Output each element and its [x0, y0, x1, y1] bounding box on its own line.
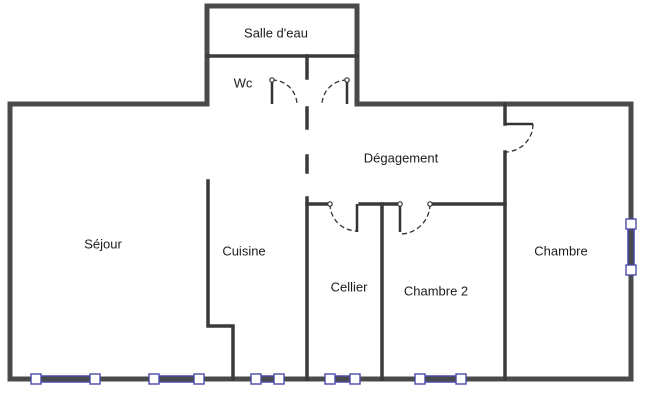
wall-kitchen-partition	[206, 179, 235, 381]
door-bathroom-swing	[321, 79, 348, 105]
window-cuisine-small	[250, 373, 285, 385]
outer-wall-bathroom-block	[7, 3, 360, 107]
door-bedroom-swing	[504, 123, 534, 153]
door-bedroom-2-hinge-right	[427, 201, 433, 207]
room-label-chambre: Chambre	[534, 243, 587, 258]
window-post	[30, 373, 42, 385]
door-wc-swing	[271, 79, 298, 105]
window-post	[273, 373, 285, 385]
windows	[30, 218, 637, 385]
room-label-cellier: Cellier	[331, 279, 369, 294]
window-sejour	[30, 373, 101, 385]
door-bedroom-2-swing	[399, 203, 431, 235]
window-post	[625, 218, 637, 230]
room-label-sejour: Séjour	[84, 236, 122, 251]
window-cellier	[324, 373, 361, 385]
window-post	[414, 373, 426, 385]
room-label-salle-deau: Salle d'eau	[244, 25, 308, 40]
room-labels: Salle d'eau Wc Dégagement Séjour Cuisine…	[84, 25, 588, 298]
window-post	[455, 373, 467, 385]
door-bedroom-2	[397, 201, 433, 235]
door-bedroom	[504, 122, 534, 153]
window-post	[148, 373, 160, 385]
window-post	[193, 373, 205, 385]
window-chambre	[625, 218, 637, 276]
door-bathroom-hinge	[344, 77, 350, 83]
outer-walls	[7, 3, 634, 382]
door-bathroom	[321, 77, 350, 105]
window-post	[625, 264, 637, 276]
door-cellar-hinge	[327, 201, 333, 207]
window-cuisine	[148, 373, 205, 385]
window-post	[324, 373, 336, 385]
doors	[269, 77, 534, 235]
door-cellar-swing	[329, 203, 358, 232]
interior-walls	[205, 54, 507, 381]
room-label-wc: Wc	[234, 75, 253, 90]
window-post	[349, 373, 361, 385]
window-post	[250, 373, 262, 385]
door-wc	[269, 77, 298, 105]
room-label-degagement: Dégagement	[364, 150, 439, 165]
outer-wall-main	[7, 101, 634, 382]
door-bedroom-2-hinge-left	[397, 201, 403, 207]
door-cellar	[327, 201, 359, 232]
room-label-chambre-2: Chambre 2	[404, 283, 468, 298]
window-chambre-2	[414, 373, 467, 385]
door-wc-hinge	[269, 77, 275, 83]
window-post	[89, 373, 101, 385]
room-label-cuisine: Cuisine	[222, 243, 265, 258]
